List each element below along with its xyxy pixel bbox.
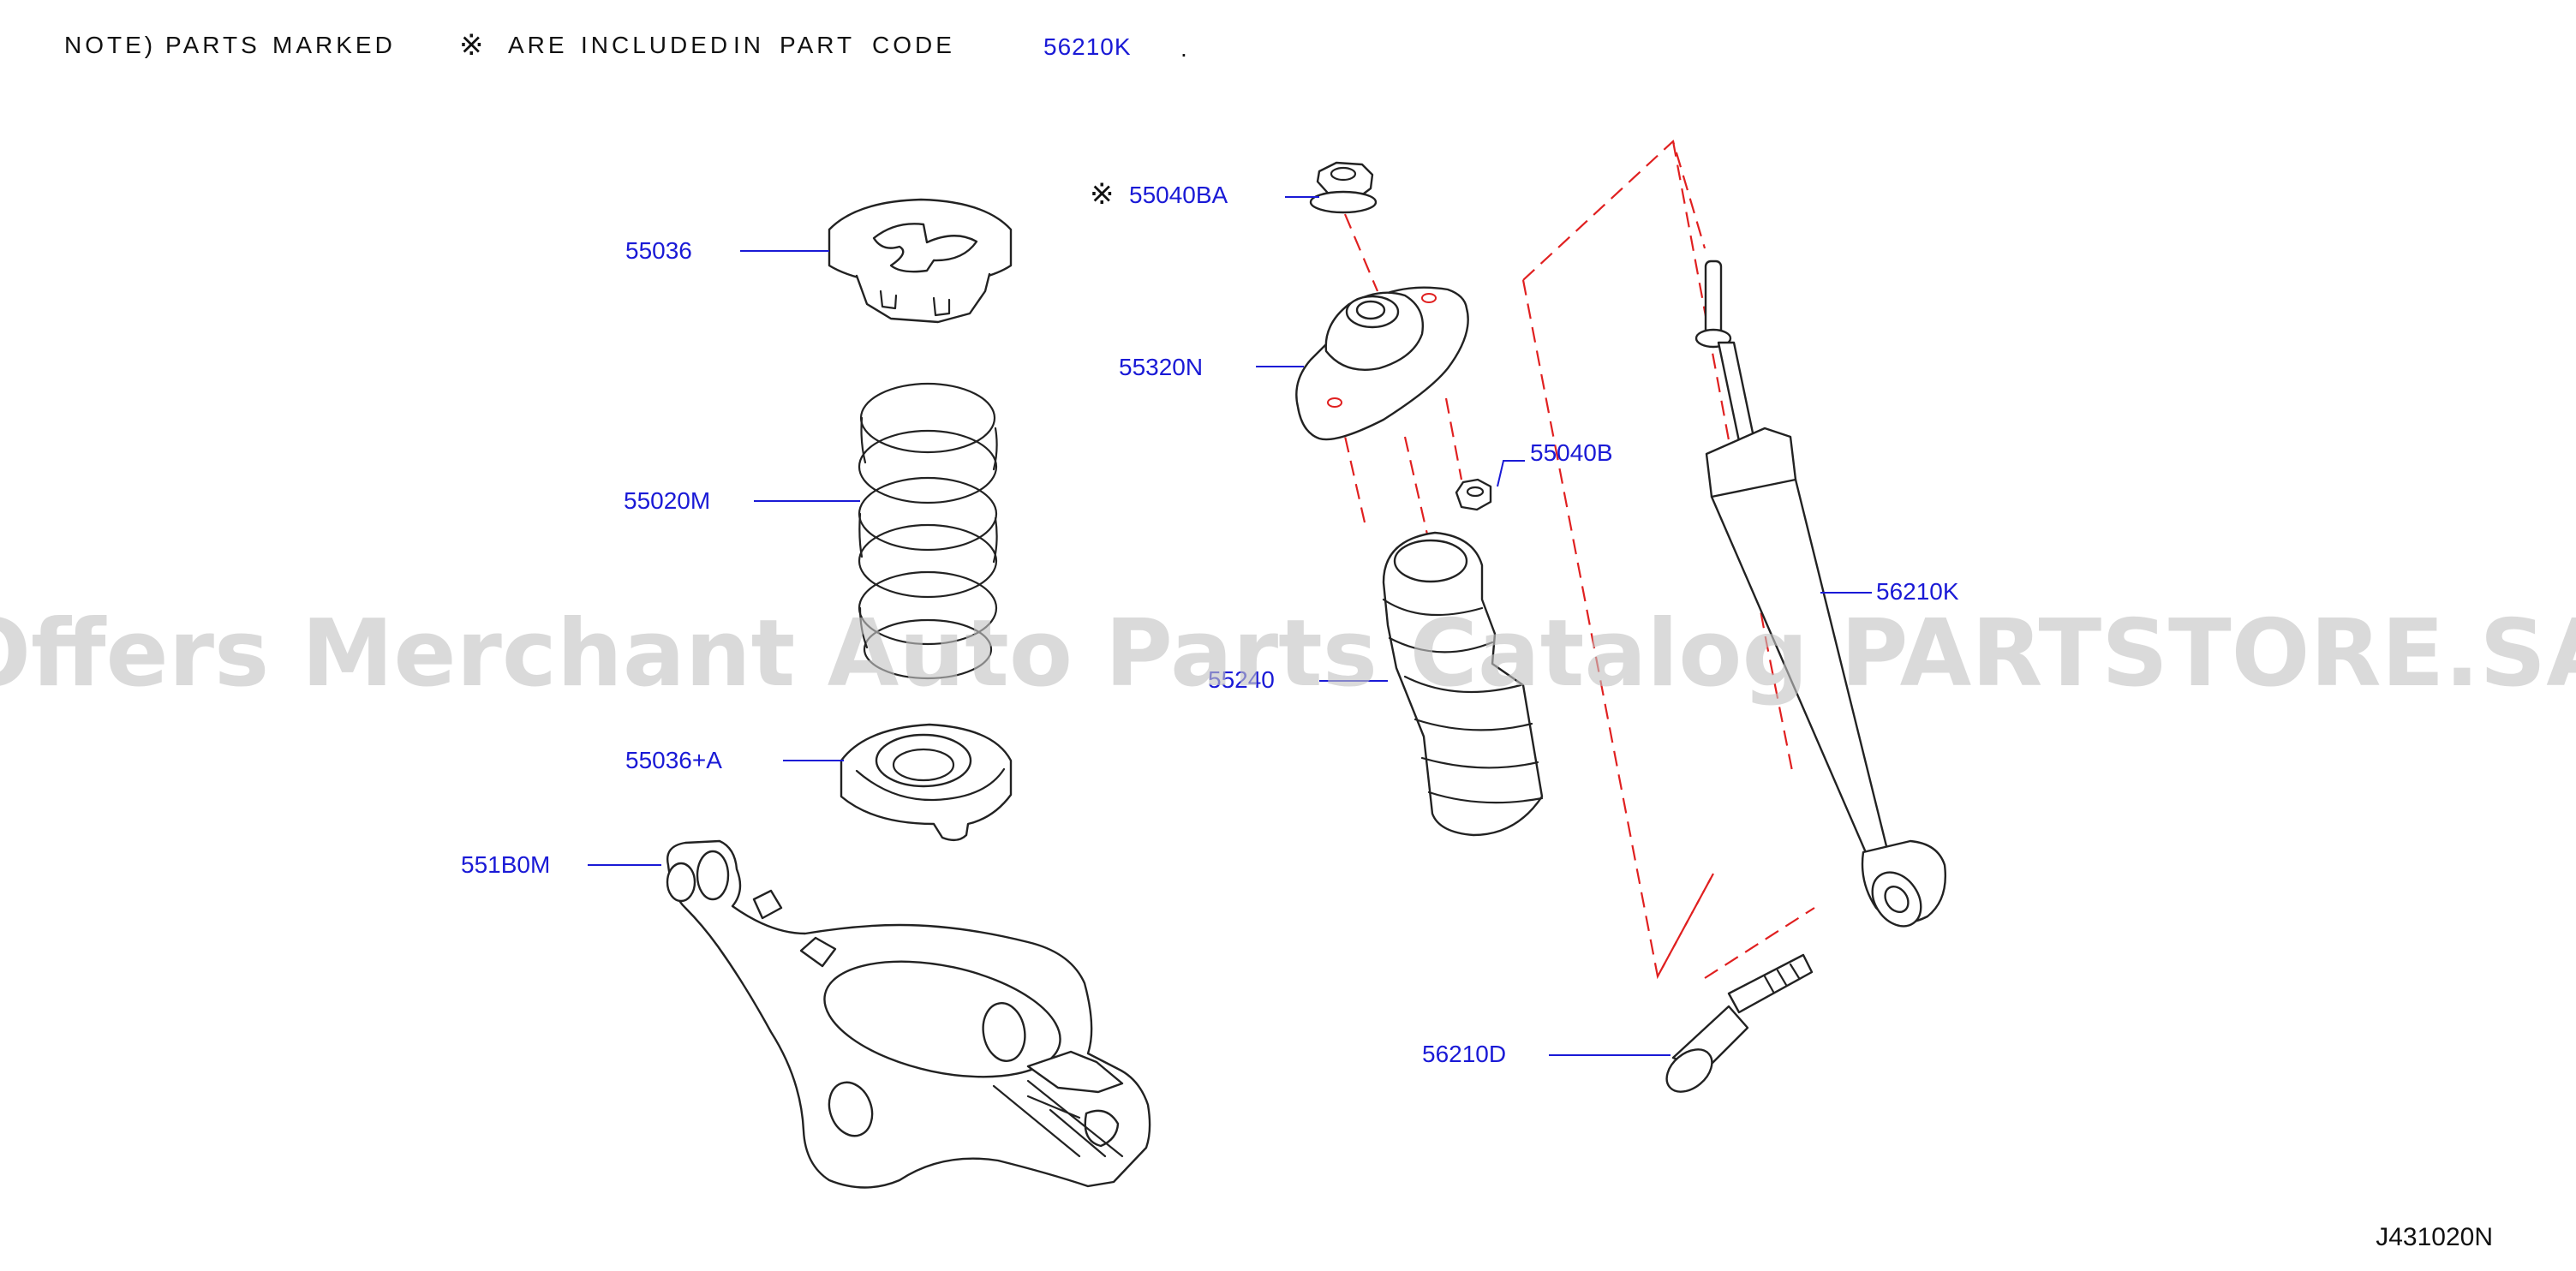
note-part-code[interactable]: 56210K bbox=[1043, 33, 1132, 60]
note-parts: PARTS bbox=[165, 32, 260, 58]
side-nut-part[interactable] bbox=[1455, 478, 1492, 511]
note-included: INCLUDED bbox=[581, 32, 731, 58]
callout-upper-seat[interactable]: 55036 bbox=[625, 237, 692, 264]
bolt-part[interactable] bbox=[1659, 953, 1814, 1101]
leader-nut-side bbox=[1497, 460, 1525, 487]
bound-bumper-part[interactable] bbox=[1382, 531, 1544, 837]
note-marked: MARKED bbox=[272, 32, 396, 58]
note-prefix: NOTE) bbox=[64, 32, 156, 58]
mount-frame-dashed bbox=[1324, 139, 1714, 980]
shock-absorber-part[interactable] bbox=[1694, 260, 1946, 935]
callout-bound-bumper[interactable]: 55240 bbox=[1208, 666, 1275, 693]
top-nut-part[interactable] bbox=[1309, 161, 1378, 214]
callout-mount[interactable]: 55320N bbox=[1119, 354, 1203, 380]
strut-mount-part[interactable] bbox=[1295, 286, 1469, 441]
shock-to-bumper-dashed bbox=[1657, 873, 1714, 977]
mount-to-nut-dashed bbox=[1444, 397, 1463, 480]
watermark-text: Offers Merchant Auto Parts Catalog PARTS… bbox=[0, 600, 2576, 707]
note-part: PART bbox=[780, 32, 855, 58]
note-in: IN bbox=[733, 32, 764, 58]
nut-axis-dashed bbox=[1343, 213, 1379, 292]
header-note: NOTE) PARTS MARKED ※ ARE INCLUDED IN PAR… bbox=[64, 29, 1191, 62]
frame-right-dashed bbox=[1671, 140, 1795, 776]
diagram-id: J431020N bbox=[2376, 1223, 2493, 1251]
callout-shock-absorber[interactable]: 56210K bbox=[1876, 578, 1959, 605]
lower-spring-seat-part[interactable] bbox=[840, 723, 1013, 842]
note-code: CODE bbox=[872, 32, 955, 58]
coil-spring-part[interactable] bbox=[858, 382, 998, 680]
lower-arm-part[interactable] bbox=[666, 839, 1151, 1189]
callout-nut-side[interactable]: 55040B bbox=[1530, 439, 1613, 466]
callout-nut-top-mark: ※ bbox=[1090, 178, 1115, 211]
callout-labels: ※ 55040BA 55036 55320N 55040B 55020M 552… bbox=[461, 178, 1959, 1067]
callout-lower-arm[interactable]: 551B0M bbox=[461, 851, 550, 878]
note-period: . bbox=[1180, 35, 1191, 62]
callout-spring[interactable]: 55020M bbox=[624, 487, 710, 514]
callout-lower-seat[interactable]: 55036+A bbox=[625, 747, 722, 773]
bolt-axis-dashed bbox=[1704, 907, 1815, 979]
callout-nut-top[interactable]: 55040BA bbox=[1129, 182, 1228, 208]
upper-spring-seat-part[interactable] bbox=[828, 198, 1013, 324]
callout-bolt[interactable]: 56210D bbox=[1422, 1041, 1506, 1067]
note-mark-symbol: ※ bbox=[459, 29, 484, 62]
leader-lines bbox=[588, 196, 1872, 1056]
note-are: ARE bbox=[508, 32, 568, 58]
